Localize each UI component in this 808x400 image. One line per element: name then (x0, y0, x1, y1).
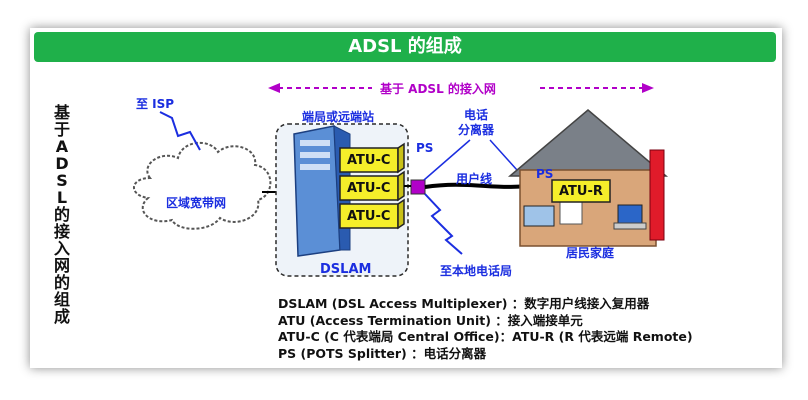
splitter-label: 电话 分离器 (458, 108, 495, 137)
ps-left-label: PS (416, 141, 434, 155)
side-title: 基于 ADSL 的接入网的组成 (53, 103, 70, 326)
definition-atu-c-r: ATU-C (C 代表端局 Central Office)：ATU-R (R 代… (278, 329, 693, 344)
atu-r-label: ATU-R (559, 184, 603, 199)
broadband-cloud (133, 142, 272, 230)
atu-c-label-2: ATU-C (347, 181, 391, 196)
span-label: 基于 ADSL 的接入网 (380, 82, 496, 96)
page-title: ADSL 的组成 (34, 32, 776, 62)
user-line-label: 用户线 (456, 172, 493, 186)
span-arrow (268, 83, 654, 93)
definitions-list: DSLAM (DSL Access Multiplexer) ：数字用户线接入复… (278, 296, 693, 362)
definition-ps: PS (POTS Splitter) ：电话分离器 (278, 345, 487, 361)
dslam-label: DSLAM (320, 262, 372, 277)
cloud-label: 区域宽带网 (166, 196, 227, 210)
house (507, 109, 669, 247)
home-label: 居民家庭 (566, 246, 615, 260)
definition-dslam: DSLAM (DSL Access Multiplexer) ：数字用户线接入复… (278, 296, 650, 311)
definition-atu: ATU (Access Termination Unit) ：接入端接单元 (278, 312, 583, 328)
atu-c-label-3: ATU-C (347, 209, 391, 224)
ps-right-label: PS (536, 167, 554, 181)
local-lightning (424, 193, 463, 255)
ps-left-cube (410, 179, 426, 195)
atu-c-label-1: ATU-C (347, 153, 391, 168)
isp-lightning (159, 111, 201, 151)
isp-label: 至 ISP (136, 97, 175, 111)
station-label: 端局或远端站 (302, 110, 375, 124)
atu-c-stack (339, 142, 405, 230)
atu-r-box (551, 179, 611, 203)
local-office-label: 至本地电话局 (440, 264, 513, 278)
